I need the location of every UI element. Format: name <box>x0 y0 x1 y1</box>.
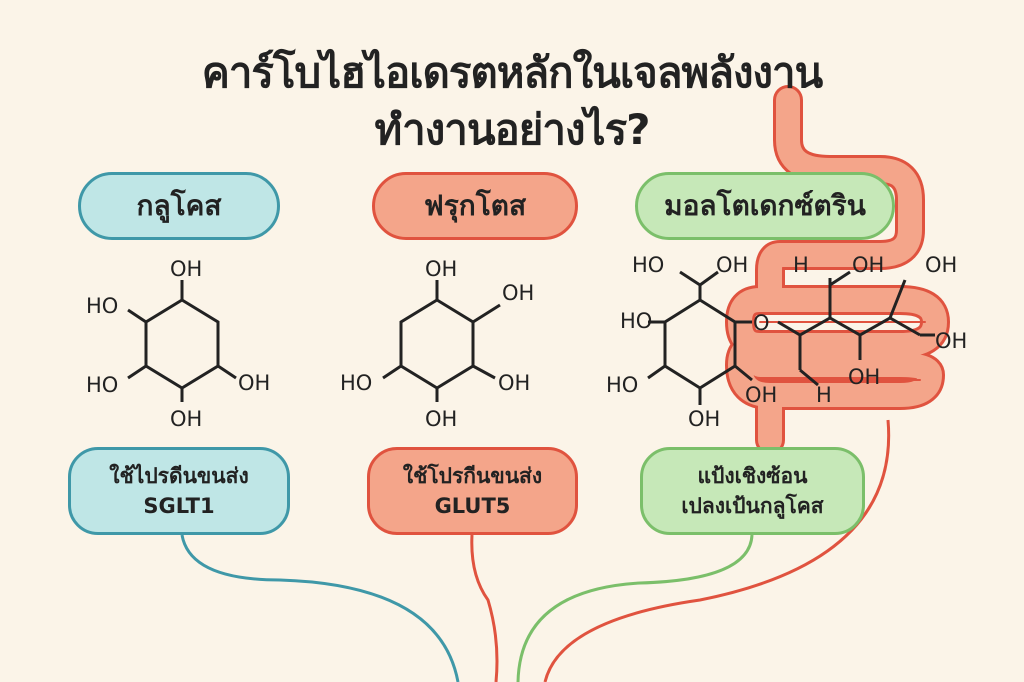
glucose-label-oh: OH <box>170 257 202 281</box>
fructose-description: ใช้โปรกีนขนส่ง GLUT5 <box>367 447 578 535</box>
maltodextrin-label-oh: OH <box>852 253 884 277</box>
glucose-label-oh: OH <box>170 407 202 431</box>
fructose-molecule <box>382 280 501 402</box>
fructose-transporter: GLUT5 <box>434 494 511 518</box>
maltodextrin-label-oh: OH <box>716 253 748 277</box>
maltodextrin-label-oh: OH <box>848 365 880 389</box>
maltodextrin-label-ho: HO <box>606 373 638 397</box>
maltodextrin-molecule <box>647 270 935 405</box>
fructose-label-oh: OH <box>425 257 457 281</box>
page-title-line1: คาร์โบไฮไอเดรตหลักในเจลพลังงาน <box>201 48 824 97</box>
fructose-label-oh: OH <box>425 407 457 431</box>
maltodextrin-pathway-line <box>516 534 754 682</box>
maltodextrin-description-line1: แป้งเชิงซ้อน <box>697 464 808 488</box>
maltodextrin-label-oh: OH <box>745 383 777 407</box>
maltodextrin-label-oh: OH <box>935 329 967 353</box>
glucose-label-ho: HO <box>86 294 118 318</box>
maltodextrin-label-ho: HO <box>632 253 664 277</box>
glucose-label-oh: OH <box>238 371 270 395</box>
glucose-description: ใช้ไปรดีนขนส่ง SGLT1 <box>68 447 290 535</box>
maltodextrin-label-h: H <box>793 253 809 277</box>
maltodextrin-description: แป้งเชิงซ้อน เปลงเป้นกลูโคส <box>640 447 865 535</box>
maltodextrin-description-line2: เปลงเป้นกลูโคส <box>681 494 824 518</box>
glucose-pathway-line <box>180 534 460 682</box>
glucose-label-ho: HO <box>86 373 118 397</box>
maltodextrin-label-oh: OH <box>688 407 720 431</box>
fructose-description-line1: ใช้โปรกีนขนส่ง <box>402 464 543 488</box>
glucose-transporter: SGLT1 <box>143 494 215 518</box>
fructose-label-oh: OH <box>502 281 534 305</box>
glucose-molecule <box>127 280 237 402</box>
maltodextrin-label: มอลโตเดกซ์ตริน <box>635 172 895 240</box>
intestine-exit-line <box>543 419 891 682</box>
fructose-label-oh: OH <box>498 371 530 395</box>
maltodextrin-label-o: O <box>753 311 770 335</box>
fructose-label-ho: HO <box>340 371 372 395</box>
maltodextrin-label-ho: HO <box>620 309 652 333</box>
glucose-label: กลูโคส <box>78 172 280 240</box>
page-title-line2: ทำงานอย่างไร? <box>374 105 650 154</box>
maltodextrin-label-h: H <box>816 383 832 407</box>
fructose-label: ฟรุกโตส <box>372 172 578 240</box>
fructose-pathway-line <box>470 534 499 682</box>
maltodextrin-label-oh: OH <box>925 253 957 277</box>
glucose-description-line1: ใช้ไปรดีนขนส่ง <box>109 464 249 488</box>
